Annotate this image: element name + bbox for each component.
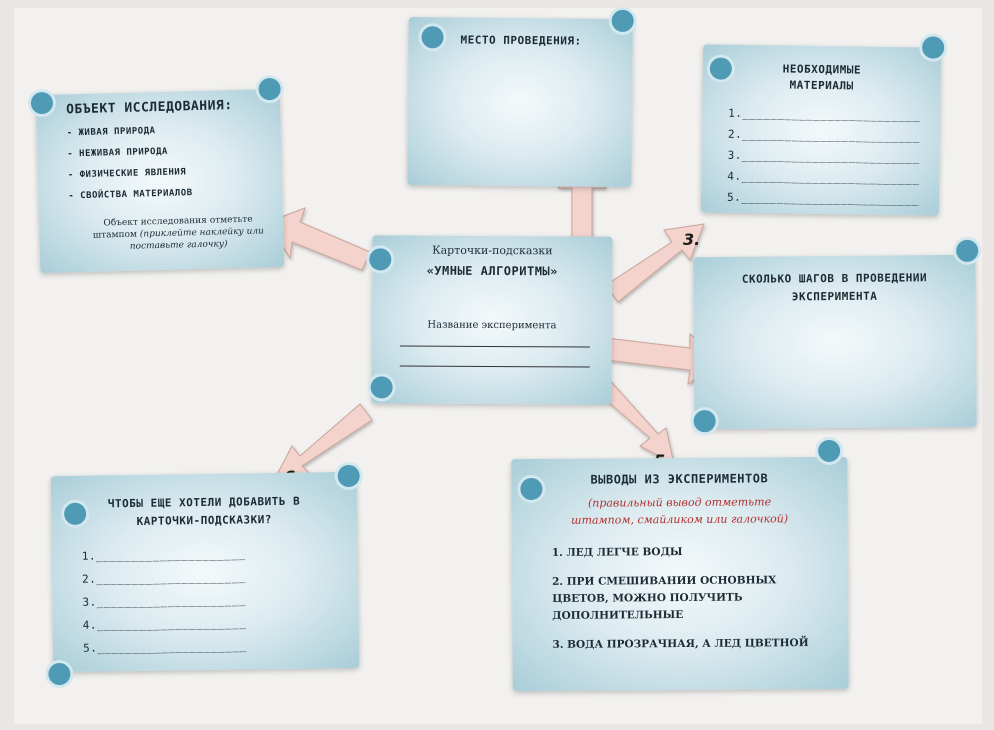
- materials-line: 4._________________________: [727, 169, 920, 186]
- experiment-name-line: [399, 345, 590, 348]
- experiment-name-line: [399, 365, 590, 368]
- place-card: МЕСТО ПРОВЕДЕНИЯ:: [407, 6, 637, 187]
- center-card: Карточки-подсказки «УМНЫЕ АЛГОРИТМЫ» Наз…: [366, 235, 613, 405]
- add-line: 5._____________________: [82, 639, 247, 655]
- add-line: 4._____________________: [82, 616, 247, 632]
- object-note-hint: (приклейте наклейку или поставьте галочк…: [129, 226, 265, 252]
- arrow-3: 3.: [605, 223, 705, 303]
- conclusion-item: ДОПОЛНИТЕЛЬНЫЕ: [552, 608, 684, 622]
- scroll-curl-icon: [690, 407, 719, 436]
- materials-line: 1._________________________: [728, 106, 921, 123]
- materials-line: 3._________________________: [727, 148, 921, 165]
- center-title: «УМНЫЕ АЛГОРИТМЫ»: [426, 263, 558, 279]
- materials-line: 5._________________________: [726, 190, 920, 207]
- scroll-curl-icon: [815, 436, 844, 466]
- scroll-curl-icon: [27, 88, 57, 118]
- add-card: ЧТОБЫ ЕЩЕ ХОТЕЛИ ДОБАВИТЬ В КАРТОЧКИ-ПОД…: [45, 461, 363, 689]
- materials-line: 2._________________________: [727, 127, 921, 144]
- arrow-3-number: 3.: [683, 230, 700, 249]
- materials-card: НЕОБХОДИМЫЕ МАТЕРИАЛЫ 1.________________…: [700, 33, 948, 216]
- materials-title: МАТЕРИАЛЫ: [789, 78, 854, 93]
- scroll-curl-icon: [367, 373, 396, 402]
- add-line: 3._____________________: [82, 593, 247, 609]
- object-card: ОБЪЕКТ ИССЛЕДОВАНИЯ: - ЖИВАЯ ПРИРОДА - Н…: [27, 74, 285, 274]
- scroll-curl-icon: [953, 236, 982, 265]
- add-line: 2._____________________: [81, 570, 246, 586]
- place-title: МЕСТО ПРОВЕДЕНИЯ:: [460, 33, 582, 48]
- conclusion-item: ЦВЕТОВ, МОЖНО ПОЛУЧИТЬ: [552, 591, 743, 605]
- conclusion-item: 1. ЛЕД ЛЕГЧЕ ВОДЫ: [551, 545, 683, 559]
- steps-card: СКОЛЬКО ШАГОВ В ПРОВЕДЕНИИ ЭКСПЕРИМЕНТА: [690, 236, 982, 436]
- conclusions-card: ВЫВОДЫ ИЗ ЭКСПЕРИМЕНТОВ (правильный выво…: [511, 436, 849, 692]
- object-note-stamp: штампом: [92, 229, 138, 241]
- add-title: КАРТОЧКИ-ПОДСКАЗКИ?: [136, 513, 273, 528]
- conclusions-hint: штампом, смайликом или галочкой): [571, 512, 789, 527]
- object-item: - НЕЖИВАЯ ПРИРОДА: [67, 146, 168, 160]
- scroll-curl-icon: [255, 74, 284, 104]
- object-item: - ЖИВАЯ ПРИРОДА: [66, 126, 156, 139]
- conclusions-title: ВЫВОДЫ ИЗ ЭКСПЕРИМЕНТОВ: [590, 471, 769, 487]
- steps-title: ЭКСПЕРИМЕНТА: [791, 289, 878, 304]
- object-item: - СВОЙСТВА МАТЕРИАЛОВ: [68, 188, 193, 202]
- object-item: - ФИЗИЧЕСКИЕ ЯВЛЕНИЯ: [67, 167, 187, 181]
- object-title: ОБЪЕКТ ИССЛЕДОВАНИЯ:: [65, 98, 233, 118]
- conclusion-item: 3. ВОДА ПРОЗРАЧНАЯ, А ЛЕД ЦВЕТНОЙ: [552, 637, 809, 651]
- scroll-curl-icon: [608, 6, 637, 36]
- conclusion-item: 2. ПРИ СМЕШИВАНИИ ОСНОВНЫХ: [552, 574, 777, 588]
- center-subtitle: Карточки-подсказки: [432, 243, 553, 258]
- experiment-name-label: Название эксперимента: [427, 319, 557, 332]
- add-line: 1._____________________: [81, 547, 246, 563]
- scroll-curl-icon: [418, 23, 447, 52]
